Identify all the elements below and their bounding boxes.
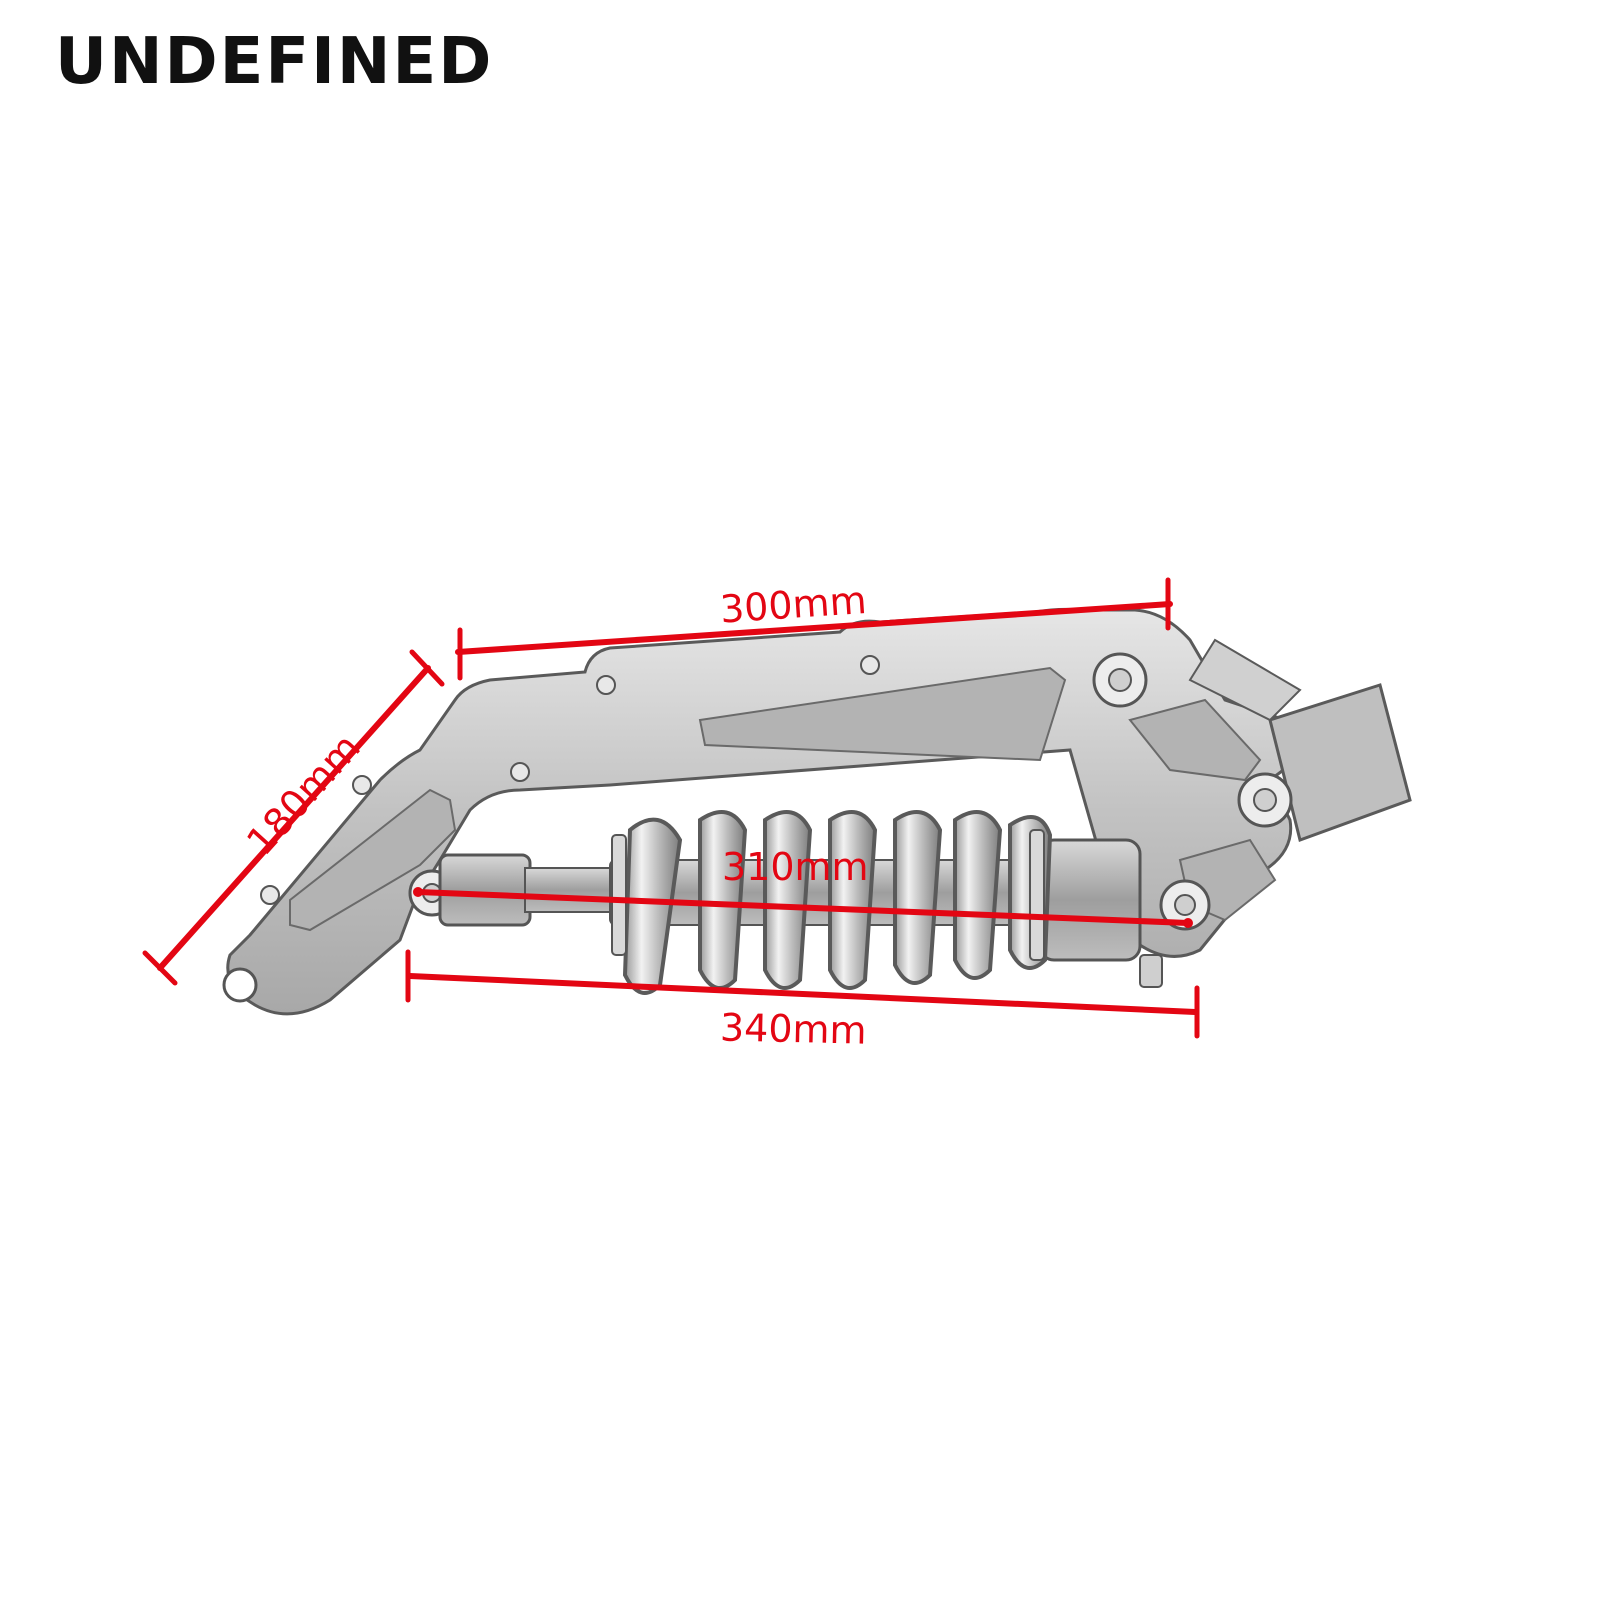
brand-logo-text: UNDEFINED bbox=[55, 25, 494, 99]
bracket-screws bbox=[260, 655, 880, 905]
dimension-top: 300mm bbox=[455, 577, 1173, 681]
dimension-bottom-label: 340mm bbox=[720, 1006, 867, 1053]
shock-top-end bbox=[1038, 838, 1142, 962]
shock-shaft bbox=[524, 867, 616, 913]
shock-left-clevis bbox=[438, 853, 532, 927]
shock-absorber bbox=[438, 810, 1163, 995]
dimension-center-label: 310mm bbox=[722, 845, 869, 889]
dimension-center: 310mm bbox=[413, 845, 1193, 928]
dimension-top-label: 300mm bbox=[719, 578, 868, 632]
swingarm-bracket bbox=[222, 607, 1412, 1016]
bracket-pocket-left bbox=[289, 788, 457, 932]
pivot-bolts bbox=[222, 652, 1293, 1003]
bracket-mount-block bbox=[1268, 683, 1412, 842]
bracket-pocket bbox=[698, 666, 1067, 762]
dimension-bottom: 340mm bbox=[405, 949, 1200, 1053]
